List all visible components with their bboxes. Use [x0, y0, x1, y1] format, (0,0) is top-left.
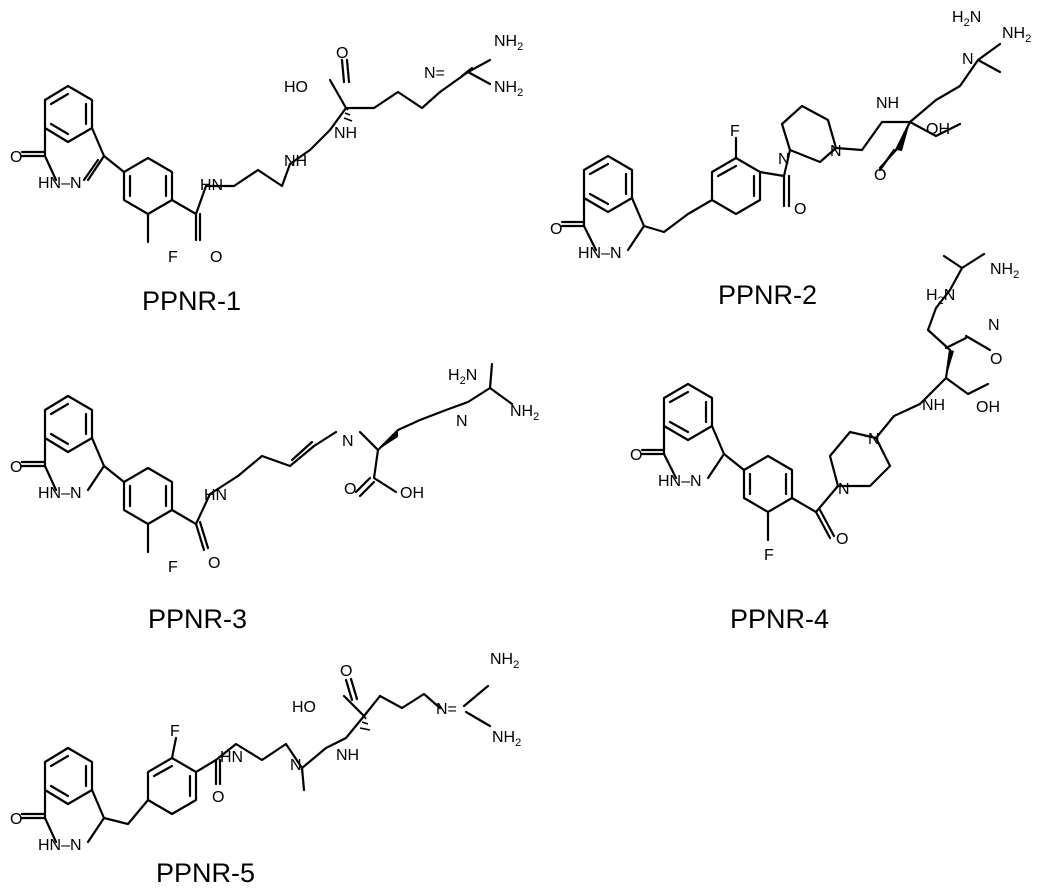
- atom-o: O: [210, 249, 222, 266]
- atom-hn: HN: [220, 749, 243, 766]
- atom-hn-n: HN–N: [38, 175, 82, 192]
- atom-nh2: NH2: [510, 403, 539, 423]
- structure-ppnr-2: F O HN–N O N N NH O OH N H2N NH2 PPNR-2: [550, 9, 1031, 310]
- atom-f: F: [764, 547, 774, 564]
- atom-oh: OH: [926, 121, 950, 138]
- atom-nh: N: [342, 433, 354, 450]
- structure-ppnr-3: O HN–N F O HN N O OH N H2N NH2 PPNR-3: [10, 362, 539, 634]
- atom-o: O: [10, 811, 22, 828]
- atom-n-eq: N=: [424, 65, 445, 82]
- atom-f: F: [168, 249, 178, 266]
- compound-label-ppnr-2: PPNR-2: [718, 280, 817, 310]
- atom-f: F: [170, 723, 180, 740]
- atom-n: N: [290, 757, 302, 774]
- structure-ppnr-4: O HN–N F O N N NH OH O N H2N NH2 PPNR-4: [630, 252, 1019, 634]
- structure-ppnr-1: O HN–N F O HN NH NH HO O N= NH2 NH2 PPNR…: [10, 33, 523, 316]
- atom-nh2: NH2: [492, 729, 521, 749]
- atom-h2n: H2N: [448, 367, 477, 387]
- compound-label-ppnr-3: PPNR-3: [148, 604, 247, 634]
- compound-label-ppnr-5: PPNR-5: [156, 858, 255, 888]
- atom-n: N: [868, 431, 880, 448]
- atom-ho: HO: [292, 699, 316, 716]
- atom-nh2: NH2: [1002, 25, 1031, 45]
- atom-o: O: [836, 531, 848, 548]
- atom-nh2: NH2: [490, 651, 519, 671]
- compound-label-ppnr-4: PPNR-4: [730, 604, 829, 634]
- atom-oh: OH: [400, 485, 424, 502]
- atom-o: O: [630, 447, 642, 464]
- atom-o: O: [990, 351, 1002, 368]
- atom-o: O: [550, 221, 562, 238]
- atom-o: O: [208, 555, 220, 572]
- atom-hn-n: HN–N: [38, 485, 82, 502]
- atom-nh2: NH2: [990, 261, 1019, 281]
- atom-o: O: [874, 167, 886, 184]
- atom-hn: HN: [204, 487, 227, 504]
- atom-h2n: H2N: [952, 9, 981, 29]
- atom-nh2: NH2: [494, 79, 523, 99]
- atom-o: O: [344, 481, 356, 498]
- atom-nh2: NH2: [494, 33, 523, 53]
- atom-o: O: [336, 45, 348, 62]
- atom-hn-n: HN–N: [38, 837, 82, 854]
- atom-nh: NH: [284, 153, 307, 170]
- atom-n: N: [988, 317, 1000, 334]
- atom-hn-n: HN–N: [658, 473, 702, 490]
- atom-hn: HN: [200, 177, 223, 194]
- atom-n: N: [962, 51, 974, 68]
- atom-n-eq: N=: [436, 701, 457, 718]
- atom-o: O: [340, 663, 352, 680]
- atom-o: O: [212, 789, 224, 806]
- atom-f: F: [168, 559, 178, 576]
- atom-hn-n: HN–N: [578, 245, 622, 262]
- atom-nh: NH: [922, 397, 945, 414]
- atom-nh: NH: [334, 125, 357, 142]
- atom-f: F: [730, 123, 740, 140]
- atom-nh: NH: [336, 747, 359, 764]
- atom-n: N: [838, 481, 850, 498]
- compound-label-ppnr-1: PPNR-1: [142, 286, 241, 316]
- atom-ho: HO: [284, 79, 308, 96]
- structure-ppnr-5: O HN–N F O HN N NH HO O N= NH2 NH2 PPNR-…: [10, 651, 521, 888]
- atom-h2n: H2N: [926, 287, 955, 307]
- atom-n: N: [456, 413, 468, 430]
- atom-oh: OH: [976, 399, 1000, 416]
- atom-n: N: [778, 151, 790, 168]
- atom-nh: NH: [876, 95, 899, 112]
- atom-o: O: [10, 149, 22, 166]
- atom-o: O: [794, 201, 806, 218]
- atom-n: N: [830, 143, 842, 160]
- atom-o: O: [10, 459, 22, 476]
